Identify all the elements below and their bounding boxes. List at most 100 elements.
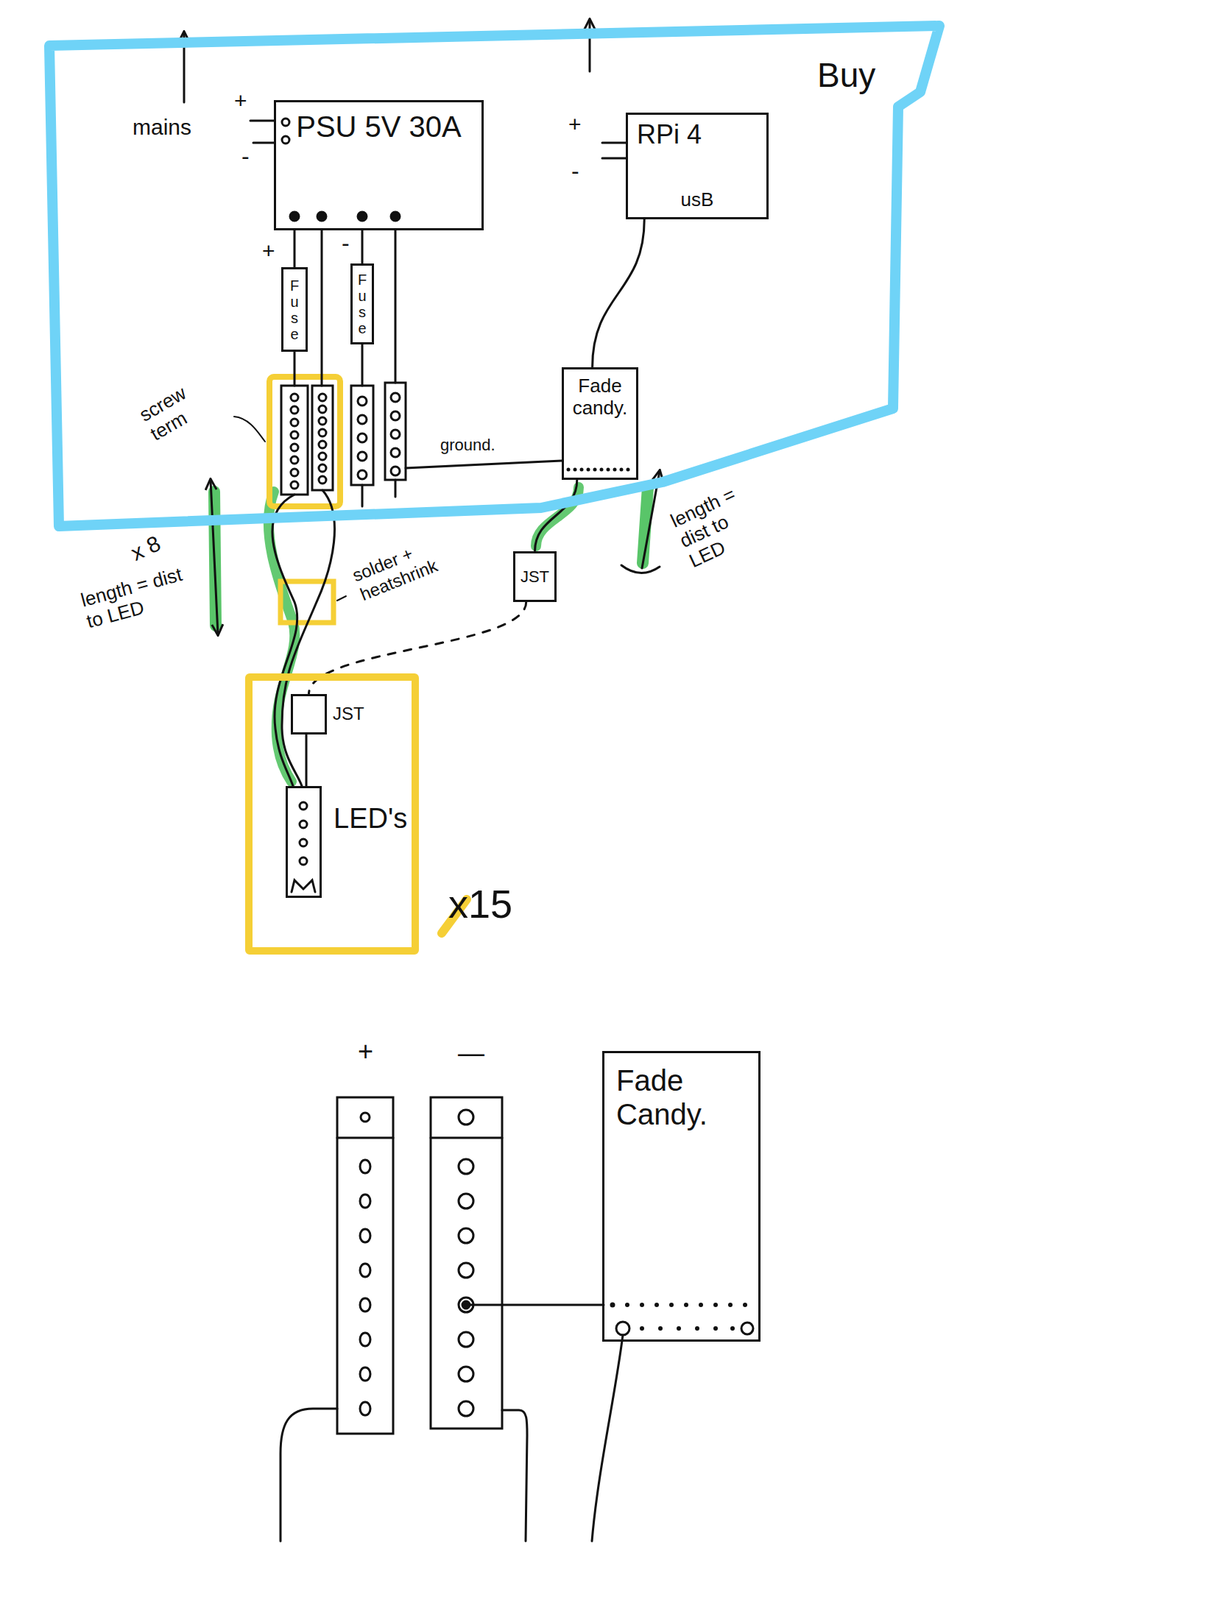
annotation-label: x 8 (127, 530, 165, 567)
terminal-strip (337, 1137, 394, 1140)
header-pins (610, 1303, 748, 1332)
wire-connector (305, 734, 308, 787)
annotation-label: mains (132, 114, 192, 141)
terminal-hole (390, 411, 400, 421)
terminal-dot (317, 212, 327, 221)
annotation-label: + (357, 1036, 374, 1067)
terminal-hole (318, 476, 327, 484)
node-text: LED's (333, 803, 408, 836)
node-text: PSU 5V 30A (283, 109, 475, 144)
terminal-hole (458, 1401, 474, 1417)
terminal-hole (290, 393, 299, 402)
terminal-hole (318, 405, 327, 414)
terminal-hole (458, 1110, 474, 1125)
strip-end (291, 880, 316, 893)
terminal-dot (290, 212, 299, 221)
terminal-hole (318, 429, 327, 437)
node-text: RPi 4 (636, 119, 758, 150)
wire-connector (535, 480, 578, 552)
annotation-label: + (262, 238, 276, 265)
pin (669, 1303, 674, 1308)
connector-box: JST (290, 694, 327, 735)
terminal-hole (360, 1113, 370, 1122)
pin (625, 1303, 630, 1308)
screw-terminal (385, 382, 406, 481)
annotation-label: - (341, 229, 350, 257)
pin (586, 468, 591, 472)
pin (713, 1303, 718, 1308)
annotation-label: + (234, 88, 248, 115)
yellow-highlight (269, 376, 341, 507)
terminal-hole (318, 440, 327, 449)
screw-terminal (281, 385, 308, 495)
terminal-strip (430, 1097, 503, 1429)
pin (606, 468, 611, 472)
fuse-box: Fuse (350, 263, 374, 345)
terminal-dot (281, 136, 290, 144)
terminal-dot (357, 212, 367, 221)
annotation-label: - (571, 157, 580, 185)
terminal-hole (458, 1228, 474, 1244)
pin (713, 1326, 718, 1332)
leader-line (234, 416, 266, 442)
fuse-box: Fuse (281, 267, 308, 352)
power-wire (293, 351, 296, 386)
led-dot (299, 857, 307, 866)
terminal-hole (360, 1229, 371, 1243)
pin (730, 1326, 735, 1332)
terminal-hole (318, 452, 327, 461)
node-text: Fade candy. (568, 375, 632, 420)
pin (580, 468, 584, 472)
region-outline (49, 25, 940, 527)
led-dot (299, 820, 307, 829)
wiring (184, 19, 754, 1542)
terminal-hole (357, 452, 367, 461)
ground-wire (405, 460, 562, 469)
connector-box: JST (513, 551, 557, 603)
rpi-box: RPi 4 usB (625, 112, 769, 220)
screw-terminal (312, 385, 333, 491)
terminal-hole (318, 464, 327, 472)
led-dot (299, 802, 307, 810)
mains-wire (253, 142, 274, 145)
dimension-arrow (210, 480, 218, 635)
pin (566, 468, 571, 472)
terminal-hole (290, 481, 299, 489)
region-outline (44, 22, 950, 538)
terminal-hole (318, 417, 327, 425)
pin (600, 468, 604, 472)
terminal-hole (290, 456, 299, 464)
ground-wire (469, 1304, 604, 1307)
psu-box: PSU 5V 30A (273, 100, 484, 231)
terminal-hole (290, 468, 299, 477)
power-wire (361, 344, 364, 386)
pin (698, 1303, 704, 1308)
multiplier-label: x15 (448, 881, 513, 927)
terminal-hole (290, 406, 299, 414)
terminal-hole (458, 1263, 474, 1279)
port-label: usB (636, 189, 758, 212)
led-strip: LED's (285, 786, 322, 899)
pin (619, 468, 624, 472)
pin (639, 1326, 645, 1332)
wire-connector (293, 230, 296, 268)
led-dot (299, 839, 307, 847)
node-text: JST (518, 567, 552, 587)
repeat-group: x15JSTLED's (245, 673, 419, 955)
pin (742, 1303, 748, 1308)
pin (676, 1326, 681, 1332)
pin (610, 1303, 616, 1309)
pin (694, 1326, 700, 1332)
terminal-hole (390, 466, 400, 476)
terminal-hole (357, 433, 367, 443)
node-text: Fuse (287, 277, 302, 343)
annotation-label: — (457, 1038, 485, 1069)
terminal-hole (458, 1194, 474, 1209)
purchase-region: BuyPSU 5V 30ARPi 4usBFuseFuseFade candy. (44, 22, 950, 538)
controller-box: Fade candy. (561, 367, 639, 481)
node-text: JST (332, 703, 365, 725)
pin (626, 468, 631, 472)
